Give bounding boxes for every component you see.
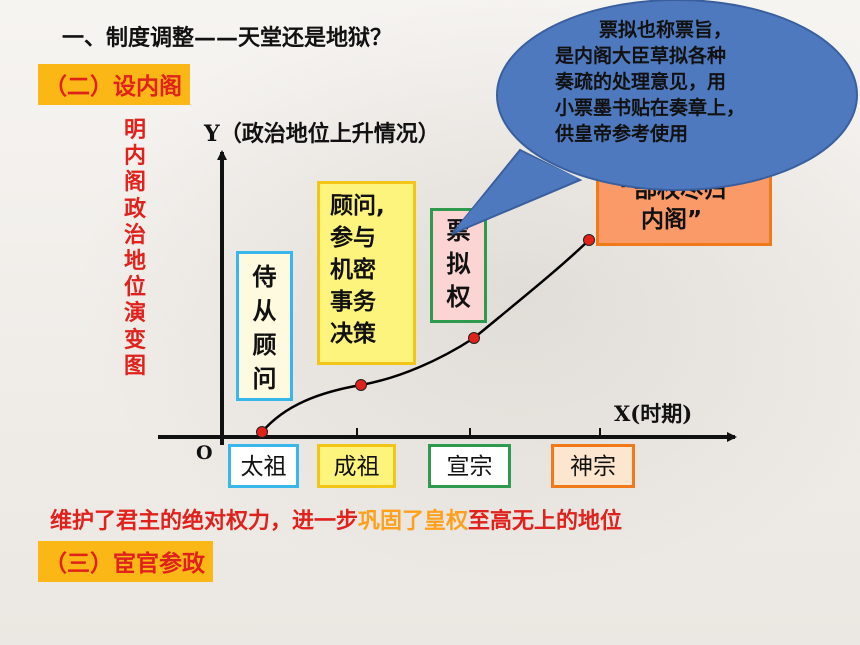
origin-label: O [196,442,213,464]
conclusion-highlight-2: 皇权 [424,509,469,534]
page-title: 一、制度调整——天堂还是地狱？ [62,26,393,51]
stage-box-taizu: 侍从顾问 [236,251,293,401]
callout-line-1: 票拟也称票旨， [599,19,733,41]
section-heading-eunuchs: （三）宦官参政 [38,541,213,582]
callout-text: 票拟也称票旨， 是内阁大臣草拟各种 奏疏的处理意见，用 小票墨书贴在奏章上， 供… [545,17,815,147]
x-label-taizu: 太祖 [228,444,299,488]
point-taizu [256,426,268,438]
conclusion-highlight-1: 巩固了 [358,509,425,534]
callout-line-3: 奏疏的处理意见，用 [555,71,727,93]
vertical-title-text: 明内阁政治地位演变图 [123,118,146,379]
point-chengzu [355,379,367,391]
point-xuanzong [468,332,480,344]
section-heading-cabinet: （二）设内阁 [38,64,190,105]
stage-text-chengzu-1: 顾问, [330,193,385,219]
x-label-xuanzong: 宣宗 [428,444,511,488]
x-label-chengzu: 成祖 [317,444,396,488]
stage-text-chengzu-5: 决策 [330,321,376,347]
x-label-shenzong: 神宗 [551,444,635,488]
callout-line-2: 是内阁大臣草拟各种 [555,45,727,67]
conclusion-text: 维护了君主的绝对权力，进一步巩固了皇权至高无上的地位 [50,503,622,535]
vertical-diagram-title: 明内阁政治地位演变图 [120,118,150,380]
point-shenzong [583,234,595,246]
callout-line-4: 小票墨书贴在奏章上， [555,97,746,119]
stage-text-chengzu-2: 参与 [330,225,376,251]
stage-text-chengzu-4: 事务 [330,289,376,315]
conclusion-part-3: 至高无上的地位 [468,509,623,534]
stage-text-shenzong-2: 内阁” [641,207,703,233]
x-axis-label: X(时期) [614,401,693,426]
stage-text-taizu: 侍从顾问 [252,263,277,393]
callout-line-5: 供皇帝参考使用 [555,123,689,145]
growth-curve [261,239,590,433]
stage-box-chengzu: 顾问, 参与 机密 事务 决策 [317,181,416,365]
stage-text-chengzu-3: 机密 [330,257,376,283]
conclusion-part-1: 维护了君主的绝对权力，进一步 [50,509,359,534]
y-axis-label: Y（政治地位上升情况） [204,121,440,147]
